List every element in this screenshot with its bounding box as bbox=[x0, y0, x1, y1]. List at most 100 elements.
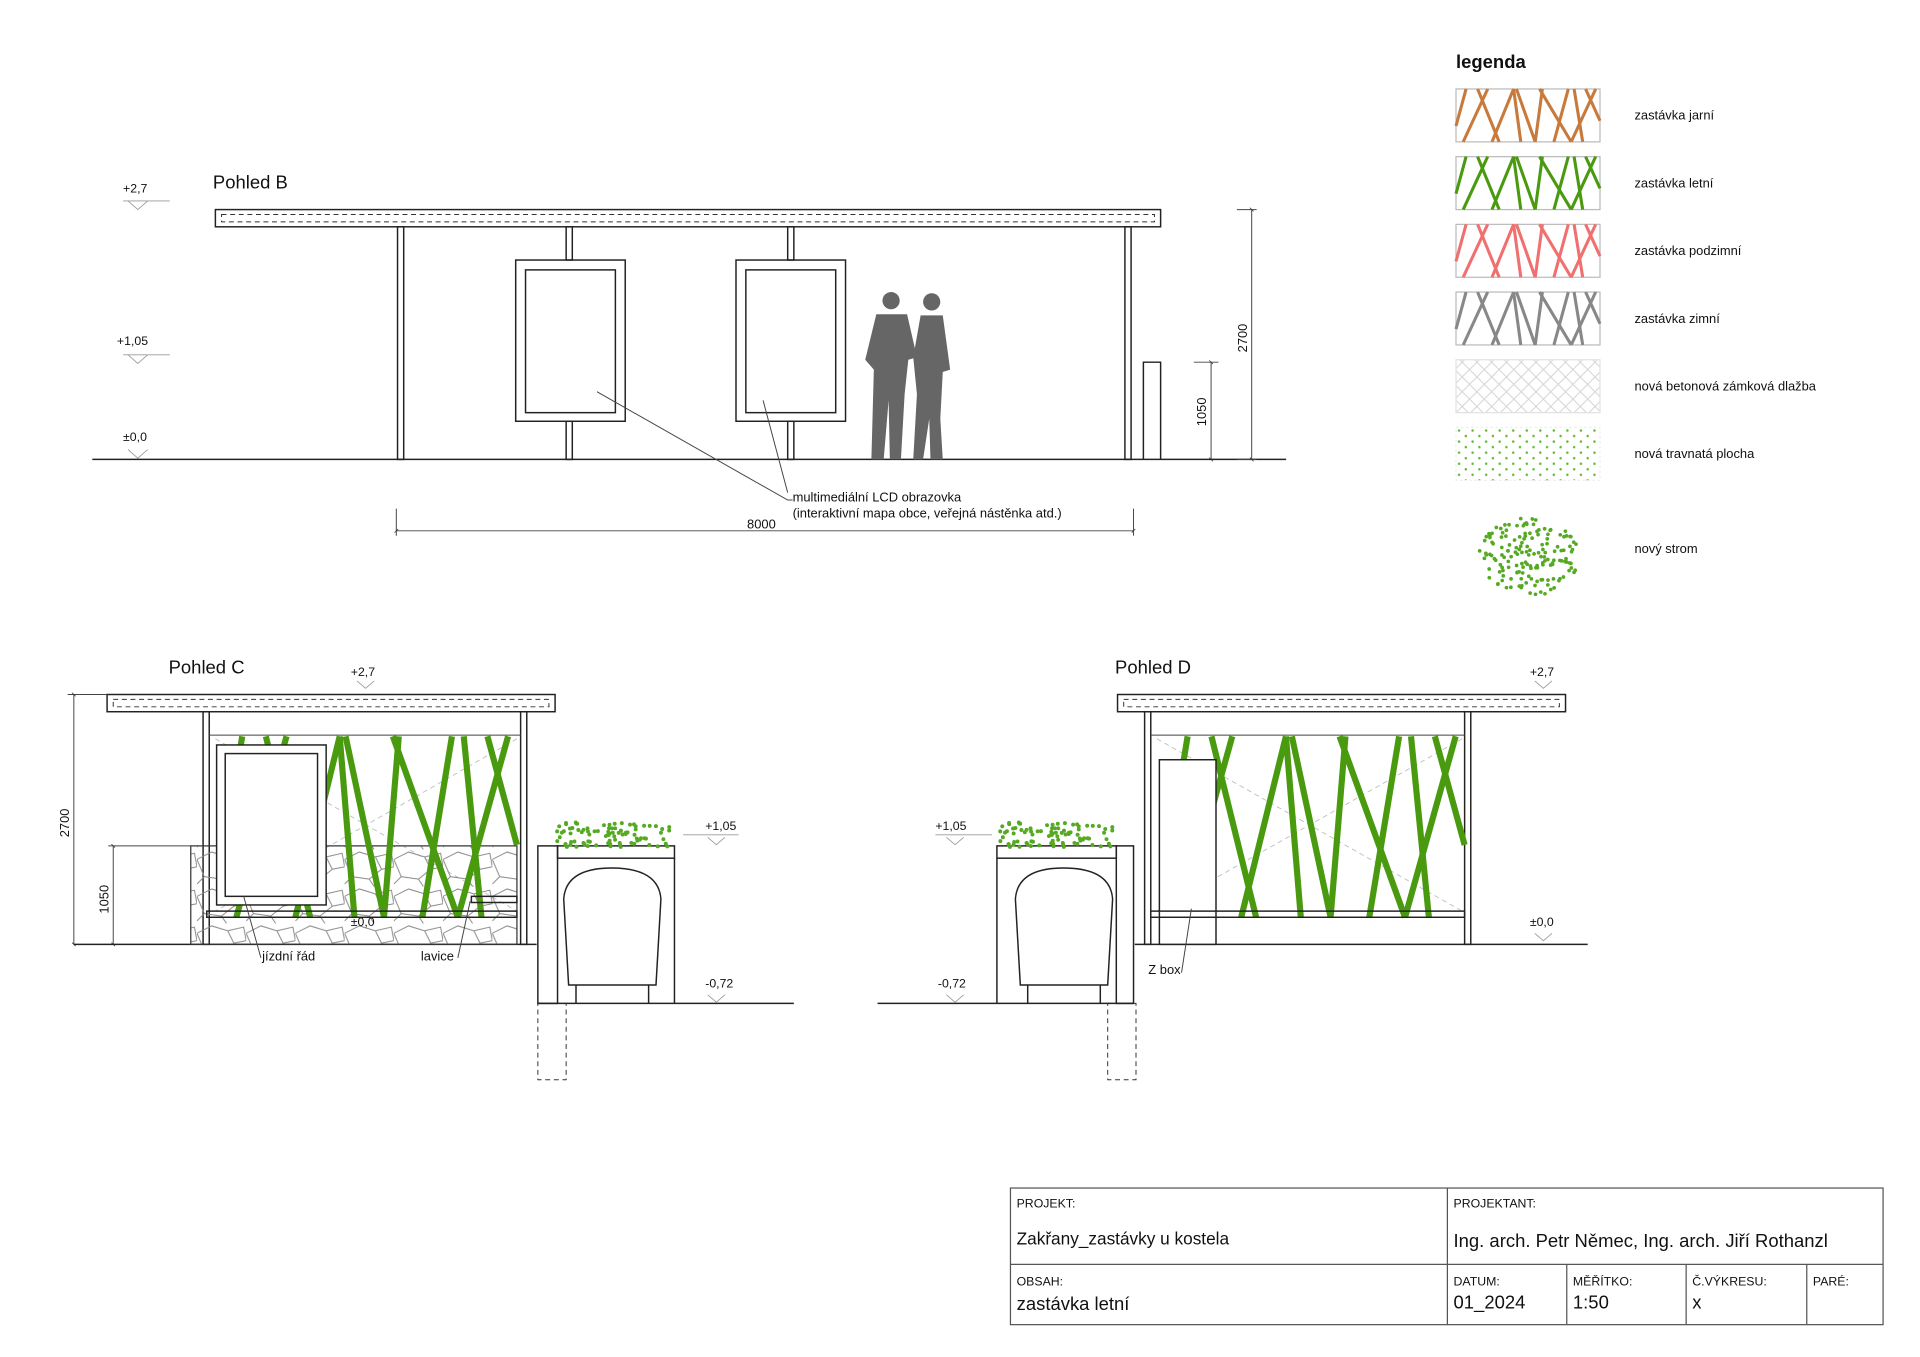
tree-icon bbox=[1477, 516, 1578, 597]
leaf bbox=[613, 837, 618, 842]
stripe bbox=[1552, 88, 1570, 143]
leaf bbox=[1090, 843, 1095, 847]
leaf bbox=[1056, 837, 1061, 842]
stripe bbox=[1490, 223, 1516, 278]
planter bbox=[996, 820, 1137, 1081]
leaf bbox=[1066, 832, 1071, 837]
leaf bbox=[632, 841, 637, 846]
leaf bbox=[1015, 839, 1020, 844]
stripe bbox=[454, 735, 512, 919]
leaf bbox=[612, 834, 617, 839]
stripe bbox=[336, 736, 358, 918]
stripe bbox=[1238, 735, 1289, 919]
stripe bbox=[1584, 156, 1602, 190]
leaf bbox=[663, 841, 668, 846]
leaf bbox=[661, 837, 666, 842]
leaf bbox=[639, 836, 643, 841]
leaf bbox=[606, 826, 611, 831]
view-b: Pohled B +2,7 +1,05 ±0,0 bbox=[92, 172, 1287, 536]
legend-label: zastávka jarní bbox=[1634, 108, 1714, 123]
leaf bbox=[1055, 821, 1060, 826]
leaf bbox=[1011, 831, 1016, 836]
date-label: DATUM: bbox=[1454, 1274, 1500, 1288]
stripe bbox=[1569, 88, 1598, 143]
stripe bbox=[1572, 291, 1585, 346]
leaf bbox=[585, 829, 590, 834]
leaf bbox=[629, 840, 634, 845]
level-label: +2,7 bbox=[351, 665, 375, 679]
leaf bbox=[1004, 829, 1009, 834]
leaf bbox=[620, 832, 625, 837]
leaf bbox=[633, 824, 638, 829]
view-b-title: Pohled B bbox=[213, 172, 288, 193]
legend-label: zastávka podzimní bbox=[1634, 243, 1741, 258]
level-label: -0,72 bbox=[705, 976, 733, 990]
leaf bbox=[1011, 842, 1016, 847]
leaf bbox=[618, 844, 623, 849]
stripe bbox=[1515, 223, 1537, 278]
leaf bbox=[1045, 823, 1050, 828]
leaf bbox=[667, 825, 672, 830]
leaf bbox=[1037, 843, 1042, 848]
stripe bbox=[389, 735, 461, 919]
leaf bbox=[568, 831, 573, 836]
leaf bbox=[572, 839, 577, 844]
leaf bbox=[623, 832, 628, 837]
scale-label: MĚŘÍTKO: bbox=[1573, 1273, 1632, 1288]
leaf bbox=[1063, 832, 1068, 837]
stripe bbox=[1538, 155, 1573, 211]
stripe bbox=[1402, 735, 1459, 919]
leaf bbox=[1029, 829, 1034, 834]
leaf bbox=[642, 836, 647, 841]
shrub bbox=[555, 820, 672, 849]
project-label: PROJEKT: bbox=[1017, 1197, 1076, 1211]
leaf bbox=[1085, 823, 1090, 828]
leaf bbox=[633, 827, 638, 832]
people-silhouette bbox=[865, 292, 951, 460]
leaf bbox=[998, 829, 1003, 834]
stripe bbox=[1569, 223, 1598, 278]
annotation-line1: multimediální LCD obrazovka bbox=[793, 489, 962, 504]
leaf bbox=[1110, 825, 1115, 830]
leaf bbox=[570, 826, 575, 830]
leaf bbox=[1053, 830, 1058, 835]
leaf bbox=[1050, 838, 1055, 843]
leaf bbox=[1050, 822, 1055, 827]
leaf bbox=[1028, 826, 1033, 831]
stripe bbox=[1512, 156, 1523, 210]
leaf bbox=[585, 826, 590, 831]
leaf bbox=[1085, 836, 1090, 841]
leaf bbox=[660, 827, 665, 831]
level-label: +1,05 bbox=[935, 819, 966, 833]
leaf bbox=[1061, 844, 1066, 849]
stripe bbox=[1515, 291, 1537, 346]
stripe bbox=[1512, 88, 1523, 143]
leaf bbox=[574, 844, 579, 849]
leaf bbox=[576, 828, 581, 832]
level-label: +2,7 bbox=[1530, 665, 1554, 679]
level-label: +1,05 bbox=[705, 819, 736, 833]
legend-item: zastávka letní bbox=[1454, 155, 1714, 211]
stripe bbox=[1454, 156, 1468, 195]
leaf bbox=[581, 840, 586, 845]
stripe bbox=[1454, 291, 1468, 330]
dim-length-label: 8000 bbox=[747, 516, 776, 531]
copies-label: PARÉ: bbox=[1813, 1273, 1849, 1288]
leaf bbox=[561, 829, 566, 834]
leaf bbox=[1071, 822, 1076, 827]
stripe bbox=[1407, 736, 1432, 918]
stripe bbox=[1569, 291, 1598, 346]
label-timetable: jízdní řád bbox=[261, 948, 315, 963]
leaf bbox=[1076, 827, 1081, 832]
planter bbox=[537, 820, 676, 1081]
project-value: Zakřany_zastávky u kostela bbox=[1017, 1229, 1230, 1249]
title-block: PROJEKT: Zakřany_zastávky u kostela PROJ… bbox=[1009, 1187, 1884, 1326]
legend-item: nová betonová zámková dlažba bbox=[1455, 359, 1817, 414]
stripe bbox=[1327, 736, 1349, 918]
drawing-no-value: x bbox=[1692, 1292, 1702, 1313]
leaf bbox=[555, 839, 560, 844]
leaf bbox=[607, 838, 612, 843]
designer-value: Ing. arch. Petr Němec, Ing. arch. Jiří R… bbox=[1454, 1230, 1828, 1251]
legend-label: nový strom bbox=[1634, 541, 1697, 556]
